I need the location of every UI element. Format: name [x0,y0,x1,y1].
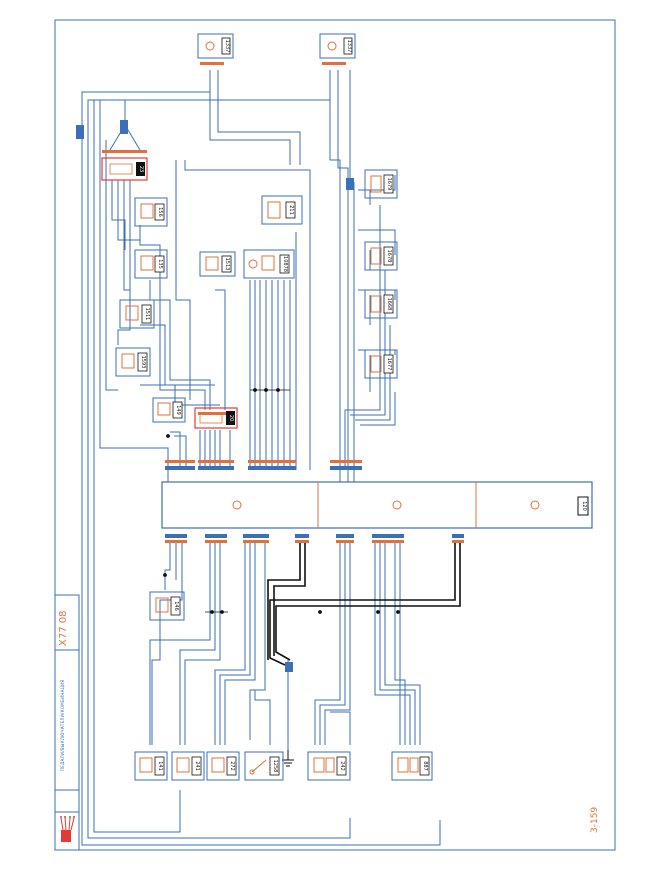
module-label: 1513 [224,258,230,271]
vehicle-year-text: 08 [58,610,69,623]
connector-pins [102,62,464,543]
ground-symbol-icon [282,750,294,767]
module-label: 1678 [386,250,392,263]
main-unit [161,481,593,529]
module-10878: 10878 [243,249,295,279]
module-label: 135 [157,259,163,269]
module-1511: 1511 [119,299,155,329]
module-label: 1337 [346,40,352,53]
module-1593: 1593 [115,347,151,377]
page-frame [54,19,616,851]
module-241: 241 [171,751,205,781]
vehicle-code-text: X77 [58,626,69,646]
module-1258: 1258 [244,751,284,781]
module-label: 23 [138,166,144,172]
module-211: 211 [261,195,303,225]
module-label: 1668 [386,298,392,311]
fuse-box-23: 23 [101,157,148,181]
module-label: 156 [157,207,163,217]
module-label: 1258 [272,760,278,773]
module-label: 10878 [282,256,288,272]
module-label: 1511 [144,308,150,321]
module-887: 887 [391,751,433,781]
module-149: 149 [152,397,186,423]
module-label: 1593 [140,356,146,369]
module-1678: 1678 [364,241,398,271]
module-1337-right: 1337 [319,33,356,59]
connector-pins-blue [76,120,464,672]
vehicle-code: X77 08 [58,608,76,648]
module-156: 156 [134,197,168,227]
module-label: 1679 [386,178,392,191]
module-141: 141 [134,751,168,781]
main-unit-label: 120 [581,501,587,511]
module-242: 242 [307,751,351,781]
module-1337-left: 1337 [197,33,234,59]
module-label: 20 [228,415,234,421]
module-label: 887 [422,761,428,771]
module-1668: 1668 [364,289,398,319]
splice-points [163,388,400,614]
brand-logo-icon [60,816,75,842]
module-label: 241 [194,761,200,771]
module-135: 135 [134,249,168,279]
module-label: 211 [288,205,294,215]
module-label: 141 [157,761,163,771]
module-146: 146 [149,591,185,621]
diagram-caption: ПЕДАЛИ/ВЫКЛЮЧАТЕЛИ/КОМБИНАЦИЯ [60,679,65,771]
module-label: 149 [175,405,181,415]
module-label: 146 [173,601,179,611]
module-label: 242 [339,761,345,771]
ground-harness [267,540,461,666]
module-label: 1337 [224,40,230,53]
module-1513: 1513 [199,251,236,277]
fuse-box-20: 20 [194,407,238,429]
module-label: 272 [229,761,235,771]
module-1677: 1677 [364,349,398,379]
title-block [54,594,80,851]
module-label: 1677 [386,358,392,371]
module-272: 272 [206,751,240,781]
module-1679: 1679 [364,169,398,199]
page-number: 3-159 [590,806,600,834]
